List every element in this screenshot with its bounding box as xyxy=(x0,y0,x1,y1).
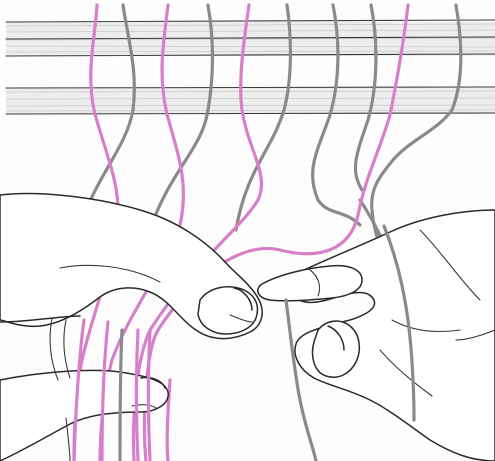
grey-thread-4 xyxy=(310,3,362,227)
lower-rod xyxy=(5,86,495,115)
grey-thread-1 xyxy=(76,3,136,237)
left-hand xyxy=(0,192,263,461)
pink-thread-3 xyxy=(131,3,264,461)
upper-rod xyxy=(5,19,495,57)
front-threads xyxy=(65,224,416,461)
right-hand xyxy=(257,209,495,461)
pink-thread-4 xyxy=(142,3,410,461)
grey-thread-3 xyxy=(234,3,293,232)
grey-thread-2 xyxy=(148,3,215,232)
grey-thread-5 xyxy=(353,3,378,192)
pink-thread-5 xyxy=(165,378,172,461)
